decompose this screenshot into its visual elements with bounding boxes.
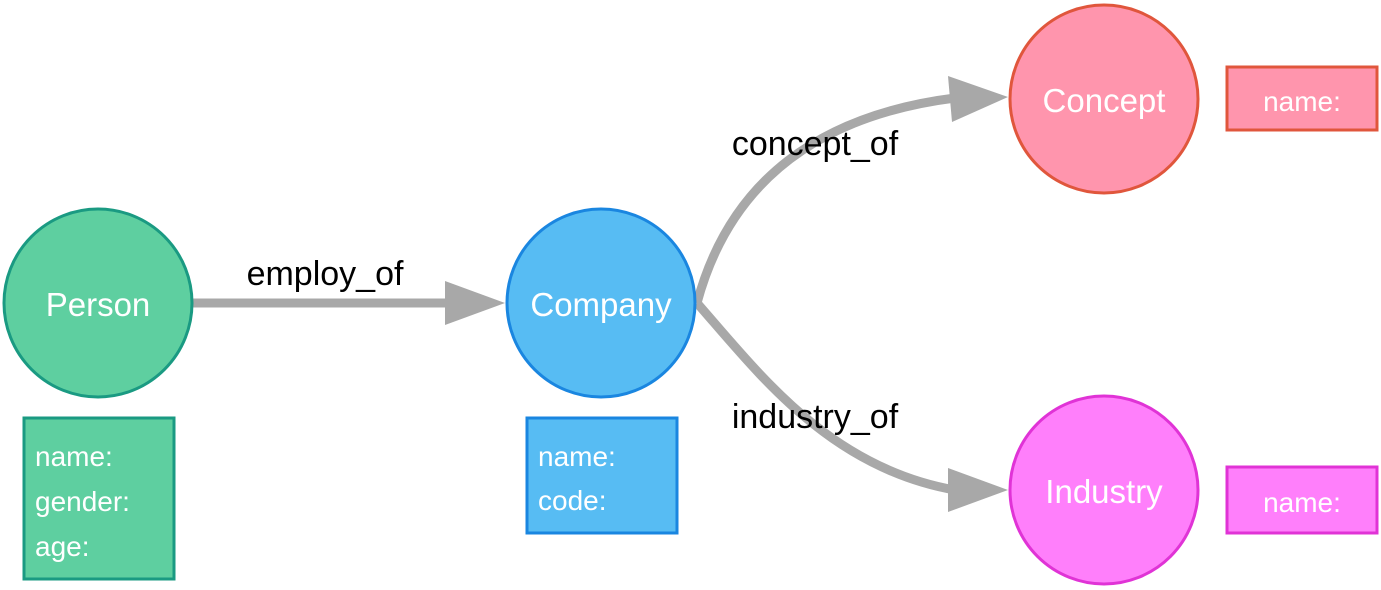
node-person-label: Person	[46, 286, 151, 323]
edge-concept-of-arrowhead	[948, 76, 1008, 122]
edge-concept-of-label: concept_of	[732, 125, 899, 163]
industry-prop-name: name:	[1263, 487, 1341, 518]
edge-concept-of[interactable]	[692, 76, 1008, 305]
edge-concept-of-curve	[692, 93, 956, 305]
edge-employ-of-arrowhead	[445, 281, 505, 325]
edge-employ-of-label: employ_of	[247, 255, 404, 293]
node-industry-circle	[1008, 394, 1200, 586]
node-company-label: Company	[530, 286, 672, 323]
node-industry-label: Industry	[1045, 473, 1163, 510]
edge-employ-of[interactable]	[192, 281, 505, 325]
edge-industry-of-curve	[693, 300, 956, 495]
node-industry[interactable]: Industry	[1008, 394, 1200, 586]
person-prop-age: age:	[35, 531, 90, 562]
concept-prop-name: name:	[1263, 86, 1341, 117]
person-prop-name: name:	[35, 441, 113, 472]
node-company[interactable]: Company	[505, 207, 697, 399]
company-prop-name: name:	[538, 441, 616, 472]
person-prop-gender: gender:	[35, 486, 130, 517]
concept-properties-box: name:	[1225, 65, 1379, 132]
edge-industry-of-arrowhead	[948, 468, 1008, 512]
node-person[interactable]: Person	[2, 207, 194, 399]
industry-properties-box: name:	[1225, 465, 1379, 535]
company-prop-code: code:	[538, 485, 607, 516]
company-properties-box: name: code:	[525, 416, 679, 535]
node-concept[interactable]: Concept	[1008, 3, 1200, 195]
node-person-circle	[2, 207, 194, 399]
edge-industry-of-label: industry_of	[732, 398, 899, 436]
person-properties-box: name: gender: age:	[22, 416, 176, 581]
node-concept-label: Concept	[1043, 82, 1166, 119]
node-company-circle	[505, 207, 697, 399]
node-concept-circle	[1008, 3, 1200, 195]
edge-industry-of[interactable]	[693, 300, 1008, 512]
